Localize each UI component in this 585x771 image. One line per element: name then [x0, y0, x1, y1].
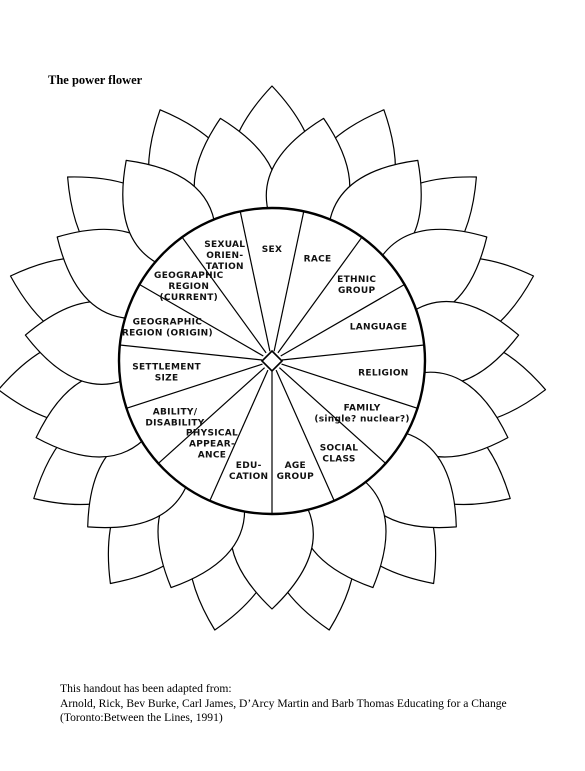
segment-divider — [119, 344, 263, 361]
segment-label-line: RACE — [304, 255, 332, 265]
segment-label-line: SOCIAL — [320, 444, 359, 454]
segment-label-line: SEXUAL — [204, 240, 245, 250]
segment-label-line: FAMILY — [344, 404, 381, 414]
segment-divider — [209, 369, 269, 502]
segment-label-line: LANGUAGE — [350, 322, 408, 332]
segment-divider — [278, 367, 387, 464]
segment-label-line: PHYSICAL — [186, 429, 238, 439]
segment-label-line: EDU- — [236, 461, 262, 471]
segment-divider — [181, 236, 267, 354]
segment-label: RACE — [304, 255, 332, 265]
segment-divider — [157, 367, 266, 464]
segment-divider — [273, 211, 305, 352]
center-diamond — [260, 349, 284, 373]
segment-label-line: SIZE — [155, 374, 179, 384]
segment-divider — [281, 363, 418, 409]
segment-label-line: SEX — [262, 245, 282, 255]
segment-label: FAMILY(single? nuclear?) — [314, 404, 410, 425]
credit-line-3: (Toronto:Between the Lines, 1991) — [60, 711, 223, 724]
segment-label: LANGUAGE — [350, 322, 408, 332]
segment-label: EDU-CATION — [229, 461, 268, 482]
segment-label-line: GEOGRAPHIC — [154, 271, 224, 281]
source-credit: This handout has been adapted from: Arno… — [60, 682, 560, 726]
credit-line-2: Arnold, Rick, Bev Burke, Carl James, D’A… — [60, 696, 507, 710]
segment-divider — [275, 369, 335, 502]
segment-label-line: REGION — [168, 282, 209, 292]
segment-label-line: CATION — [229, 472, 268, 482]
segment-dividers — [119, 211, 425, 514]
segment-label-line: (CURRENT) — [160, 293, 219, 303]
segment-label-line: GEOGRAPHIC — [133, 318, 203, 328]
segment-label-line: RELIGION — [358, 369, 408, 379]
segment-divider — [139, 283, 264, 357]
segment-divider — [280, 283, 405, 357]
segment-divider — [277, 236, 363, 354]
segment-label-line: TATION — [206, 262, 244, 272]
segment-label-line: SETTLEMENT — [132, 363, 201, 373]
segment-label-line: GROUP — [277, 472, 314, 482]
segment-label-line: CLASS — [322, 455, 355, 465]
segment-divider — [239, 211, 271, 352]
segment-label-line: ETHNIC — [337, 275, 376, 285]
segment-label-line: REGION (ORIGIN) — [122, 329, 213, 339]
segment-label: SEX — [262, 245, 282, 255]
segment-label-line: ORIEN- — [206, 251, 243, 261]
page-title: The power flower — [48, 73, 143, 87]
credit-line-1: This handout has been adapted from: — [60, 682, 232, 695]
segment-label-line: APPEAR- — [189, 440, 235, 450]
segment-label: ABILITY/DISABILITY — [145, 408, 204, 429]
segment-label-line: DISABILITY — [145, 419, 204, 429]
segment-label-line: ANCE — [198, 451, 226, 461]
segment-label: RELIGION — [358, 369, 408, 379]
segment-divider — [126, 363, 263, 409]
segment-label-line: (single? nuclear?) — [314, 415, 410, 425]
segment-divider — [281, 344, 425, 361]
segment-label-line: GROUP — [338, 286, 375, 296]
segment-label-line: AGE — [285, 461, 306, 471]
segment-label-line: ABILITY/ — [153, 408, 198, 418]
